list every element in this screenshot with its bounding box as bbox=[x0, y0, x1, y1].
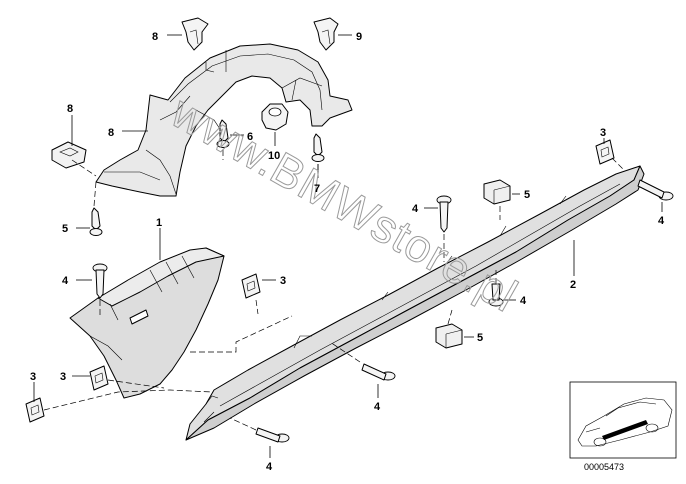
reference-number: 00005473 bbox=[584, 462, 624, 472]
screw-4-right bbox=[637, 179, 674, 201]
expansion-rivet-9-right bbox=[313, 17, 339, 51]
callout-10: 10 bbox=[268, 150, 280, 162]
callout-3-mid: 3 bbox=[280, 275, 286, 287]
callout-3-lower: 3 bbox=[60, 371, 66, 383]
callout-8-right: 7 bbox=[314, 183, 320, 195]
callout-6: 8 bbox=[108, 127, 114, 139]
clip-3-lower bbox=[89, 365, 109, 391]
clip-3-top-right bbox=[595, 139, 615, 165]
callout-5-upper: 5 bbox=[524, 189, 530, 201]
screw-4-rocker-mid bbox=[361, 363, 396, 381]
front-side-trim bbox=[69, 247, 225, 399]
watermark: www.BMWstore.pl bbox=[162, 85, 526, 322]
callout-5-lower: 5 bbox=[477, 332, 483, 344]
callout-9-right: 9 bbox=[356, 31, 362, 43]
screw-4-lower-mid bbox=[488, 283, 504, 307]
wheel-arch-liner bbox=[95, 43, 353, 197]
callout-1: 1 bbox=[156, 217, 162, 229]
callout-3-bottom-left: 3 bbox=[30, 371, 36, 383]
callout-4-center: 4 bbox=[412, 203, 419, 215]
screw-4-upper-left bbox=[92, 263, 108, 299]
callout-9-left: 8 bbox=[152, 31, 158, 43]
callout-labels: 8 9 8 8 6 10 7 5 1 4 3 3 3 3 4 5 4 2 4 5… bbox=[30, 31, 665, 473]
callout-4-lower-mid: 4 bbox=[520, 295, 527, 307]
callout-3-top-right: 3 bbox=[600, 127, 606, 139]
rocker-panel bbox=[185, 165, 645, 441]
screw-4-bottom bbox=[255, 427, 290, 443]
callout-4-rocker-mid: 4 bbox=[374, 401, 381, 413]
callout-7: 8 bbox=[67, 103, 73, 115]
screw-4-center bbox=[436, 195, 452, 233]
screw-8-liner-lower bbox=[89, 207, 103, 236]
clip-3-mid bbox=[241, 273, 261, 299]
leader-lines bbox=[33, 34, 663, 458]
spring-clip-7 bbox=[51, 141, 87, 169]
clip-5-lower bbox=[435, 323, 463, 349]
clip-3-bottom-left bbox=[25, 397, 45, 423]
callout-4-bottom: 4 bbox=[266, 461, 273, 473]
callout-8-lower: 5 bbox=[62, 223, 68, 235]
callout-4-right: 4 bbox=[658, 215, 665, 227]
screw-8-liner-right bbox=[311, 133, 325, 162]
expansion-rivet-9-left bbox=[181, 17, 209, 51]
callout-4-left: 4 bbox=[62, 275, 69, 287]
callout-2: 2 bbox=[570, 279, 576, 291]
screw-8-liner-middle bbox=[216, 119, 230, 148]
clip-5-upper bbox=[483, 179, 511, 205]
car-thumbnail: 00005473 bbox=[569, 381, 677, 472]
callout-8-middle: 6 bbox=[247, 131, 253, 143]
nut-10 bbox=[261, 103, 289, 131]
